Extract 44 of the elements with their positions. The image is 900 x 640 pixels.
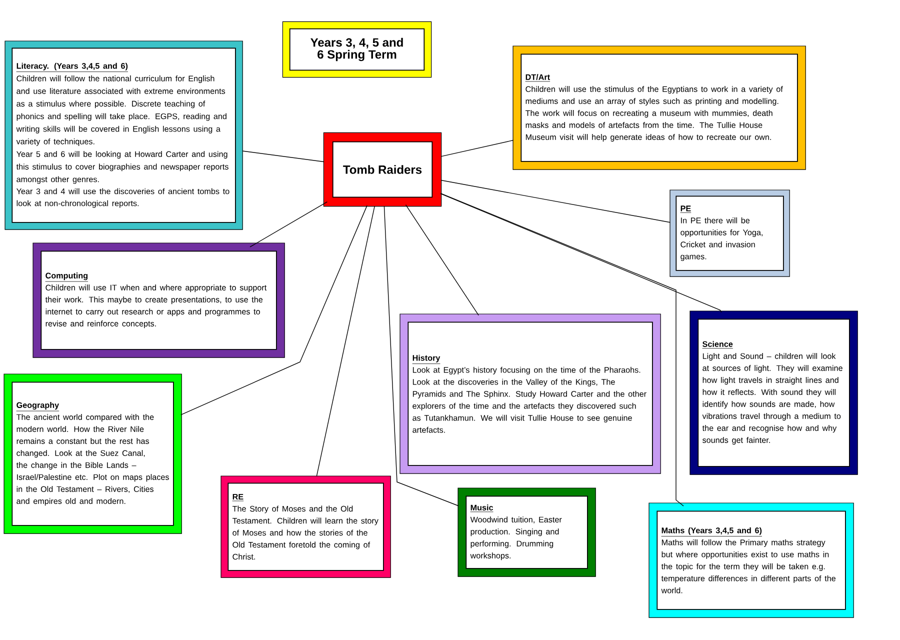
subject-box [648, 502, 854, 618]
connector-line [242, 150, 324, 162]
title-box: Years 3, 4, 5 and 6 Spring Term [282, 21, 432, 78]
body-text: Year 3 and 4 will use the discoveries of ancient tombs to look at non-chronological reports. [16, 188, 230, 208]
subject-box [512, 46, 806, 170]
connector-line [440, 192, 684, 506]
heading: DT/Art [525, 74, 550, 82]
body-text: Light and Sound – children will look at sources of light. They will examine how light travels in straight lines and how it reflects. With sound they will identify how sounds are made, how vibrations travel through a medium to the ear and recognise how and why sounds get fainter. [702, 353, 842, 445]
heading: Science [702, 341, 734, 349]
connector-line [384, 206, 459, 506]
heading: Music [470, 504, 494, 512]
subject-box [690, 310, 858, 475]
heading: Literacy. (Years 3,4,5 and 6) [16, 62, 128, 72]
subject-box [4, 374, 182, 534]
connector-line [180, 205, 368, 416]
topic-box: Tomb Raiders [323, 132, 442, 207]
subject-box [670, 190, 790, 277]
subject-box [220, 476, 391, 578]
connector-line [440, 140, 514, 157]
body-text: Children will follow the national curriculum for English and use literature associated with extreme environments as a stimulus where possible. Discrete teaching of phonics and spelling will take place. EGPS, reading and writing skills will be covered in English lessons using a variety of techniques. [16, 75, 226, 146]
connector-line [316, 206, 375, 476]
body-text: In PE there will be opportunities for Yoga, Cricket and invasion games. [680, 217, 762, 261]
connector-line [405, 204, 479, 316]
heading: Geography [16, 402, 60, 412]
body-text: Children will use the stimulus of the Egyptians to work in a variety of mediums and use an array of styles such as printing and modelling. The work will focus on recreating a museum with mummies, death masks and models of artefacts from the time. The Tullie House Museum visit will help generate ideas of how to recreate our own. [526, 86, 783, 142]
heading: History [412, 354, 440, 364]
heading: RE [232, 494, 244, 502]
connector-line [440, 180, 670, 223]
body-text: Year 5 and 6 will be looking at Howard Carter and using this stimulus to cover biographies and newspaper reports amongst other genres. [16, 151, 228, 184]
body-text: Maths will follow the Primary maths strategy but where opportunities exist to use maths in the topic for the term they will be taken e.g. temperature differences in different parts of the world. [661, 539, 836, 594]
subject-box [32, 242, 285, 358]
body-text: The ancient world compared with the modern world. How the River Nile remains a constant but the rest has changed. Look at the Suez Canal, the change in the Bible Lands – Israel/Palestine etc. Plot on maps places in the Old Testament – Rivers, Cities and empires old and modern. [16, 414, 169, 506]
heading: Maths (Years 3,4,5 and 6) [661, 527, 762, 536]
body-text: Children will use IT when and where appropriate to support their work. This maybe to create presentations, to use the internet to carry out research or apps and programmes to revise and reinforce concepts. [45, 284, 267, 328]
subject-box [458, 488, 596, 577]
body-text: Look at Egypt’s history focusing on the time of the Pharaohs. Look at the discoveries in the Valley of the Kings, The Pyramids and The Sphinx. Study Howard Carter and the other explorers of the time and the artefacts they discovered such as Tutankhamun. We will visit Tullie House to see genuine artefacts. [412, 366, 646, 433]
subject-box [4, 40, 243, 230]
body-text: Woodwind tuition, Easter production. Singing and performing. Drumming workshops. [470, 516, 562, 560]
connector-line [250, 202, 328, 248]
heading: PE [680, 206, 692, 213]
heading: Computing [45, 272, 88, 282]
body-text: The Story of Moses and the Old Testament. Children will learn the story of Moses and how the stories of the Old Testament foretold the coming of Christ. [232, 506, 378, 560]
connector-line [440, 193, 722, 313]
subject-box [400, 314, 661, 474]
